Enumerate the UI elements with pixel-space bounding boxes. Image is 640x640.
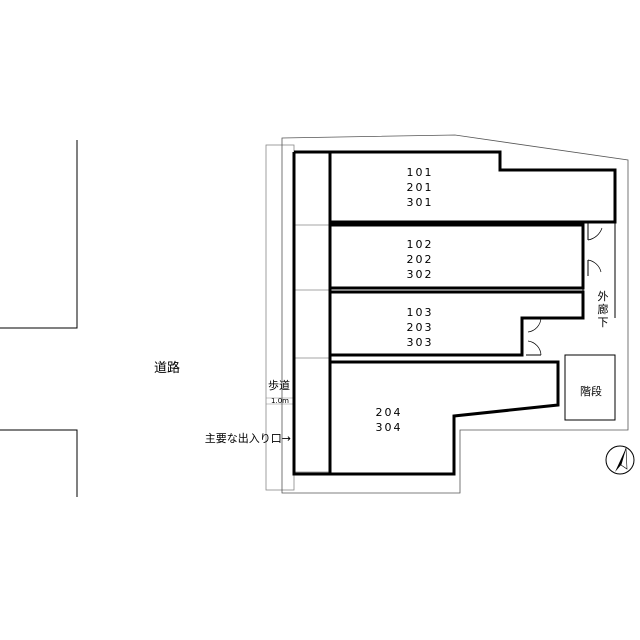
room-number: 204 [376, 406, 403, 419]
room-number: 101 [407, 166, 434, 179]
unit-101-outline [328, 150, 617, 224]
unit-102-outline [328, 223, 585, 290]
north-arrow-icon [605, 445, 635, 475]
corridor-label: 外 [598, 290, 609, 303]
stairs-label: 階段 [580, 384, 602, 398]
building-front-wall [292, 150, 332, 476]
room-number: 202 [407, 253, 434, 266]
entrance-label: 主要な出入り口→ [205, 431, 291, 445]
corridor-label: 廊 [598, 302, 609, 316]
stairs-box [564, 354, 616, 421]
room-number: 203 [407, 321, 434, 334]
sidewalk-label: 歩道 [268, 378, 290, 392]
road-label: 道路 [154, 360, 180, 376]
room-number: 102 [407, 238, 434, 251]
room-number: 303 [407, 336, 434, 349]
door-swing-icon [526, 317, 542, 333]
room-number: 304 [376, 421, 403, 434]
corridor-label: 下 [598, 316, 609, 329]
room-number: 201 [407, 181, 434, 194]
room-number: 103 [407, 306, 434, 319]
sidewalk-width: 1.0m [271, 397, 289, 405]
room-number: 302 [407, 268, 434, 281]
door-swing-icon [587, 222, 603, 241]
road-edge-lower [0, 429, 78, 497]
door-swing-icon [587, 259, 602, 276]
site-boundary [281, 134, 629, 494]
road-edge-upper [0, 140, 78, 329]
unit-204-outline [328, 360, 560, 476]
room-number: 301 [407, 196, 434, 209]
door-swing-icon [526, 340, 542, 356]
unit-103-outline [328, 290, 585, 357]
